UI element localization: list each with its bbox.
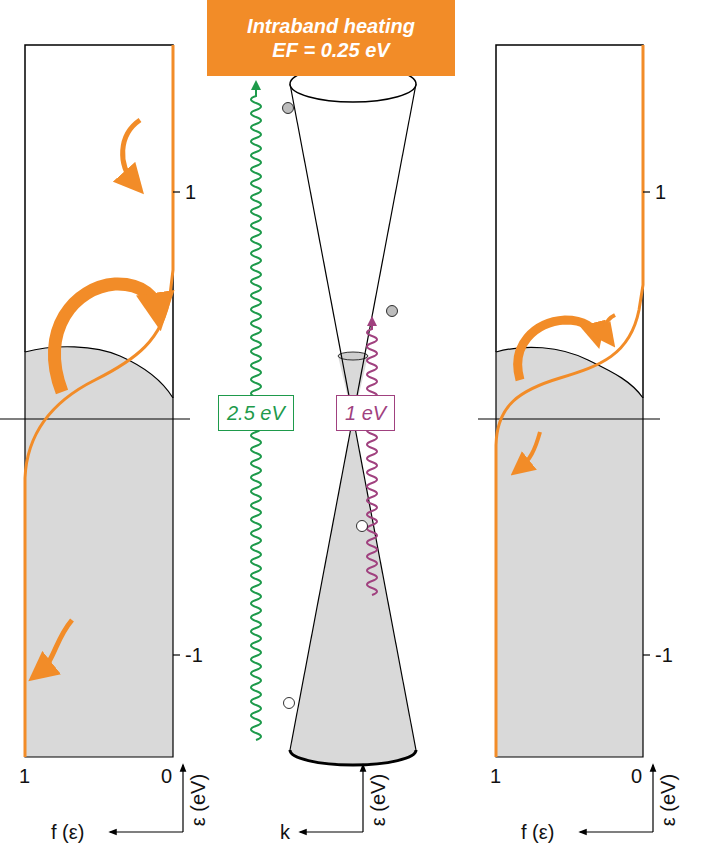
- tick-label: 0: [631, 766, 642, 786]
- title-text: Intraband heating: [219, 14, 443, 38]
- tick-label: 0: [161, 766, 172, 786]
- photon-energy: 2.5 eV: [227, 401, 285, 425]
- axis-label: ε (eV): [368, 774, 388, 826]
- tick-label: 1: [19, 766, 30, 786]
- tick-label: 1: [655, 182, 666, 202]
- title-box: Intraband heatingEF = 0.25 eV: [207, 0, 455, 76]
- axis-label: k: [280, 822, 290, 842]
- axis-label: ε (eV): [658, 774, 678, 826]
- photon-energy: 1 eV: [345, 401, 386, 425]
- carrier-dots: [283, 103, 398, 709]
- tick-label: 1: [490, 766, 501, 786]
- tick-label: 1: [185, 182, 196, 202]
- axis-label: f (ε): [51, 822, 84, 842]
- photon-wave: [367, 320, 377, 595]
- left-distribution-panel: [0, 45, 190, 832]
- fermi-energy-text: EF = 0.25 eV: [219, 38, 443, 62]
- tick-label: -1: [655, 645, 673, 665]
- tick-label: -1: [185, 645, 203, 665]
- energy-box: 2.5 eV: [218, 395, 294, 431]
- dirac-cone: [290, 66, 416, 832]
- axis-label: f (ε): [521, 822, 554, 842]
- right-distribution-panel: [478, 45, 660, 832]
- energy-box: 1 eV: [336, 395, 395, 431]
- axis-label: ε (eV): [188, 774, 208, 826]
